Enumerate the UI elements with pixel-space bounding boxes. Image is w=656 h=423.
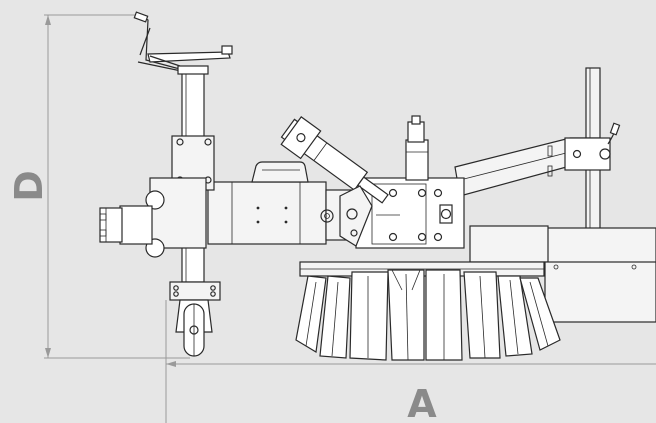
hitch-coupling: [99, 177, 207, 258]
caster-wheel: [169, 281, 221, 357]
dimension-label-a: A: [407, 382, 437, 423]
dimension-a: A: [165, 300, 656, 423]
rotary-brush: [295, 261, 561, 361]
central-housing: [207, 115, 465, 249]
hydraulic-actuator: [280, 116, 389, 204]
right-frame: [454, 67, 656, 323]
actuator-link: [339, 185, 373, 247]
dimension-label-d: D: [7, 170, 51, 202]
dimension-d: D: [7, 14, 190, 359]
